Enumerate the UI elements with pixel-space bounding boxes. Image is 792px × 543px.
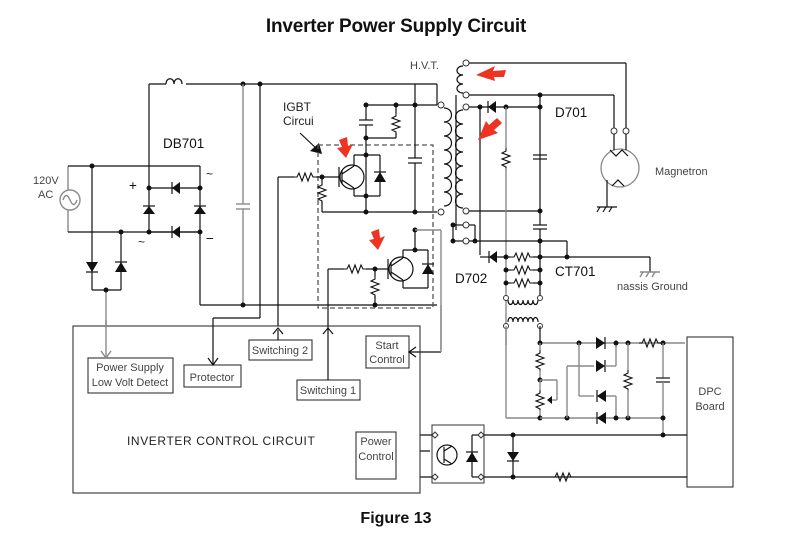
- magnetron-label: Magnetron: [655, 166, 708, 178]
- minus-label: −: [206, 231, 214, 246]
- ac-source: [59, 165, 200, 233]
- switching-1-label: Switching 1: [300, 385, 356, 397]
- hvt-secondary-winding: [454, 95, 547, 345]
- inverter-control-label: INVERTER CONTROL CIRCUIT: [127, 434, 315, 448]
- dpc-board-block: [686, 336, 734, 488]
- switching-2-block: [248, 339, 313, 361]
- start-control-label: Start: [375, 340, 398, 352]
- protector-label: Protector: [190, 372, 235, 384]
- tilde-label-bottom: ~: [138, 235, 145, 249]
- ct701-label: CT701: [555, 264, 596, 279]
- annotation-arrow-secondary-winding: [478, 118, 502, 140]
- psu-detect-label-line2: Low Volt Detect: [92, 377, 168, 389]
- igbt-upper: [277, 152, 437, 330]
- figure-caption: Figure 13: [360, 510, 432, 527]
- annotation-arrow-filament-winding: [476, 66, 506, 81]
- ct701-network: [450, 212, 650, 329]
- psu-detect-label: Power Supply: [96, 362, 164, 374]
- choke-coil: [149, 78, 437, 87]
- chassis-ground-symbol: [639, 257, 660, 278]
- switching-2-label: Switching 2: [252, 345, 308, 357]
- start-control-block: [365, 335, 410, 369]
- ac-voltage-label: 120V: [33, 175, 59, 187]
- hvt-label: H.V.T.: [410, 60, 439, 72]
- power-control-block: [355, 431, 397, 480]
- annotation-arrow-upper-igbt: [337, 137, 353, 158]
- igbt-dashed-box: [317, 144, 434, 309]
- snubber-network: [359, 84, 437, 233]
- optocoupler: [395, 424, 687, 484]
- hvt-primary-winding: [436, 84, 457, 230]
- tilde-label-top: ~: [206, 167, 213, 181]
- dpc-board-label-line2: Board: [695, 401, 724, 413]
- dpc-board-label: DPC: [698, 386, 721, 398]
- igbt-label: IGBT: [283, 100, 312, 114]
- chassis-ground-label: nassis Ground: [617, 281, 688, 293]
- annotation-arrow-lower-igbt: [369, 229, 385, 250]
- psu-low-volt-detect-block: [87, 357, 174, 394]
- igbt-pointer: [299, 132, 322, 154]
- power-control-label-line2: Control: [358, 451, 393, 463]
- hvt-filament-winding: [456, 59, 630, 135]
- dpc-rectifier-network: [505, 326, 685, 438]
- db701-label: DB701: [163, 136, 204, 151]
- d701-label: D701: [555, 105, 587, 120]
- igbt-label-line2: Circui: [283, 114, 314, 128]
- bridge-rectifier-db701: [143, 84, 206, 305]
- ac-label: AC: [38, 189, 53, 201]
- magnetron-symbol: [596, 134, 640, 213]
- start-control-label-line2: Control: [369, 354, 404, 366]
- d702-label: D702: [455, 271, 487, 286]
- plus-label: +: [129, 178, 137, 193]
- power-control-label: Power: [360, 436, 392, 448]
- diagram-title: Inverter Power Supply Circuit: [265, 16, 527, 37]
